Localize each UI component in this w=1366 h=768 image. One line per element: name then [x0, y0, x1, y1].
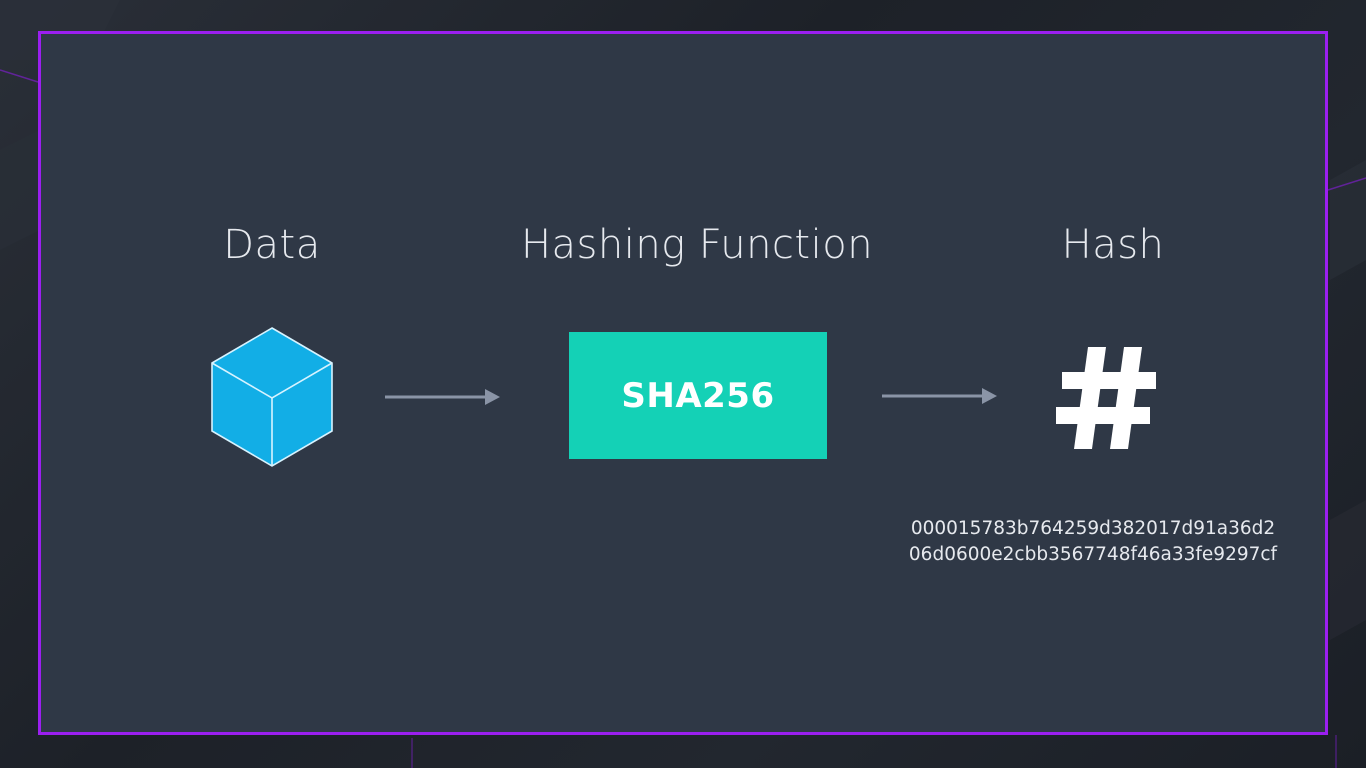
hash-label: Hash [1061, 222, 1165, 268]
arrow-right-icon [385, 389, 500, 405]
sha256-box: SHA256 [569, 332, 827, 459]
algorithm-label: SHA256 [621, 375, 775, 416]
cube-icon [211, 327, 333, 467]
data-label: Data [223, 222, 321, 268]
arrow-right-icon [882, 388, 997, 404]
hash-icon [1056, 347, 1156, 449]
hashing-function-label: Hashing Function [520, 222, 874, 268]
hash-value-line: 06d0600e2cbb3567748f46a33fe9297cf [908, 544, 1278, 565]
hash-value: 000015783b764259d382017d91a36d2 06d0600e… [880, 516, 1306, 568]
hash-value-line: 000015783b764259d382017d91a36d2 [910, 518, 1276, 539]
